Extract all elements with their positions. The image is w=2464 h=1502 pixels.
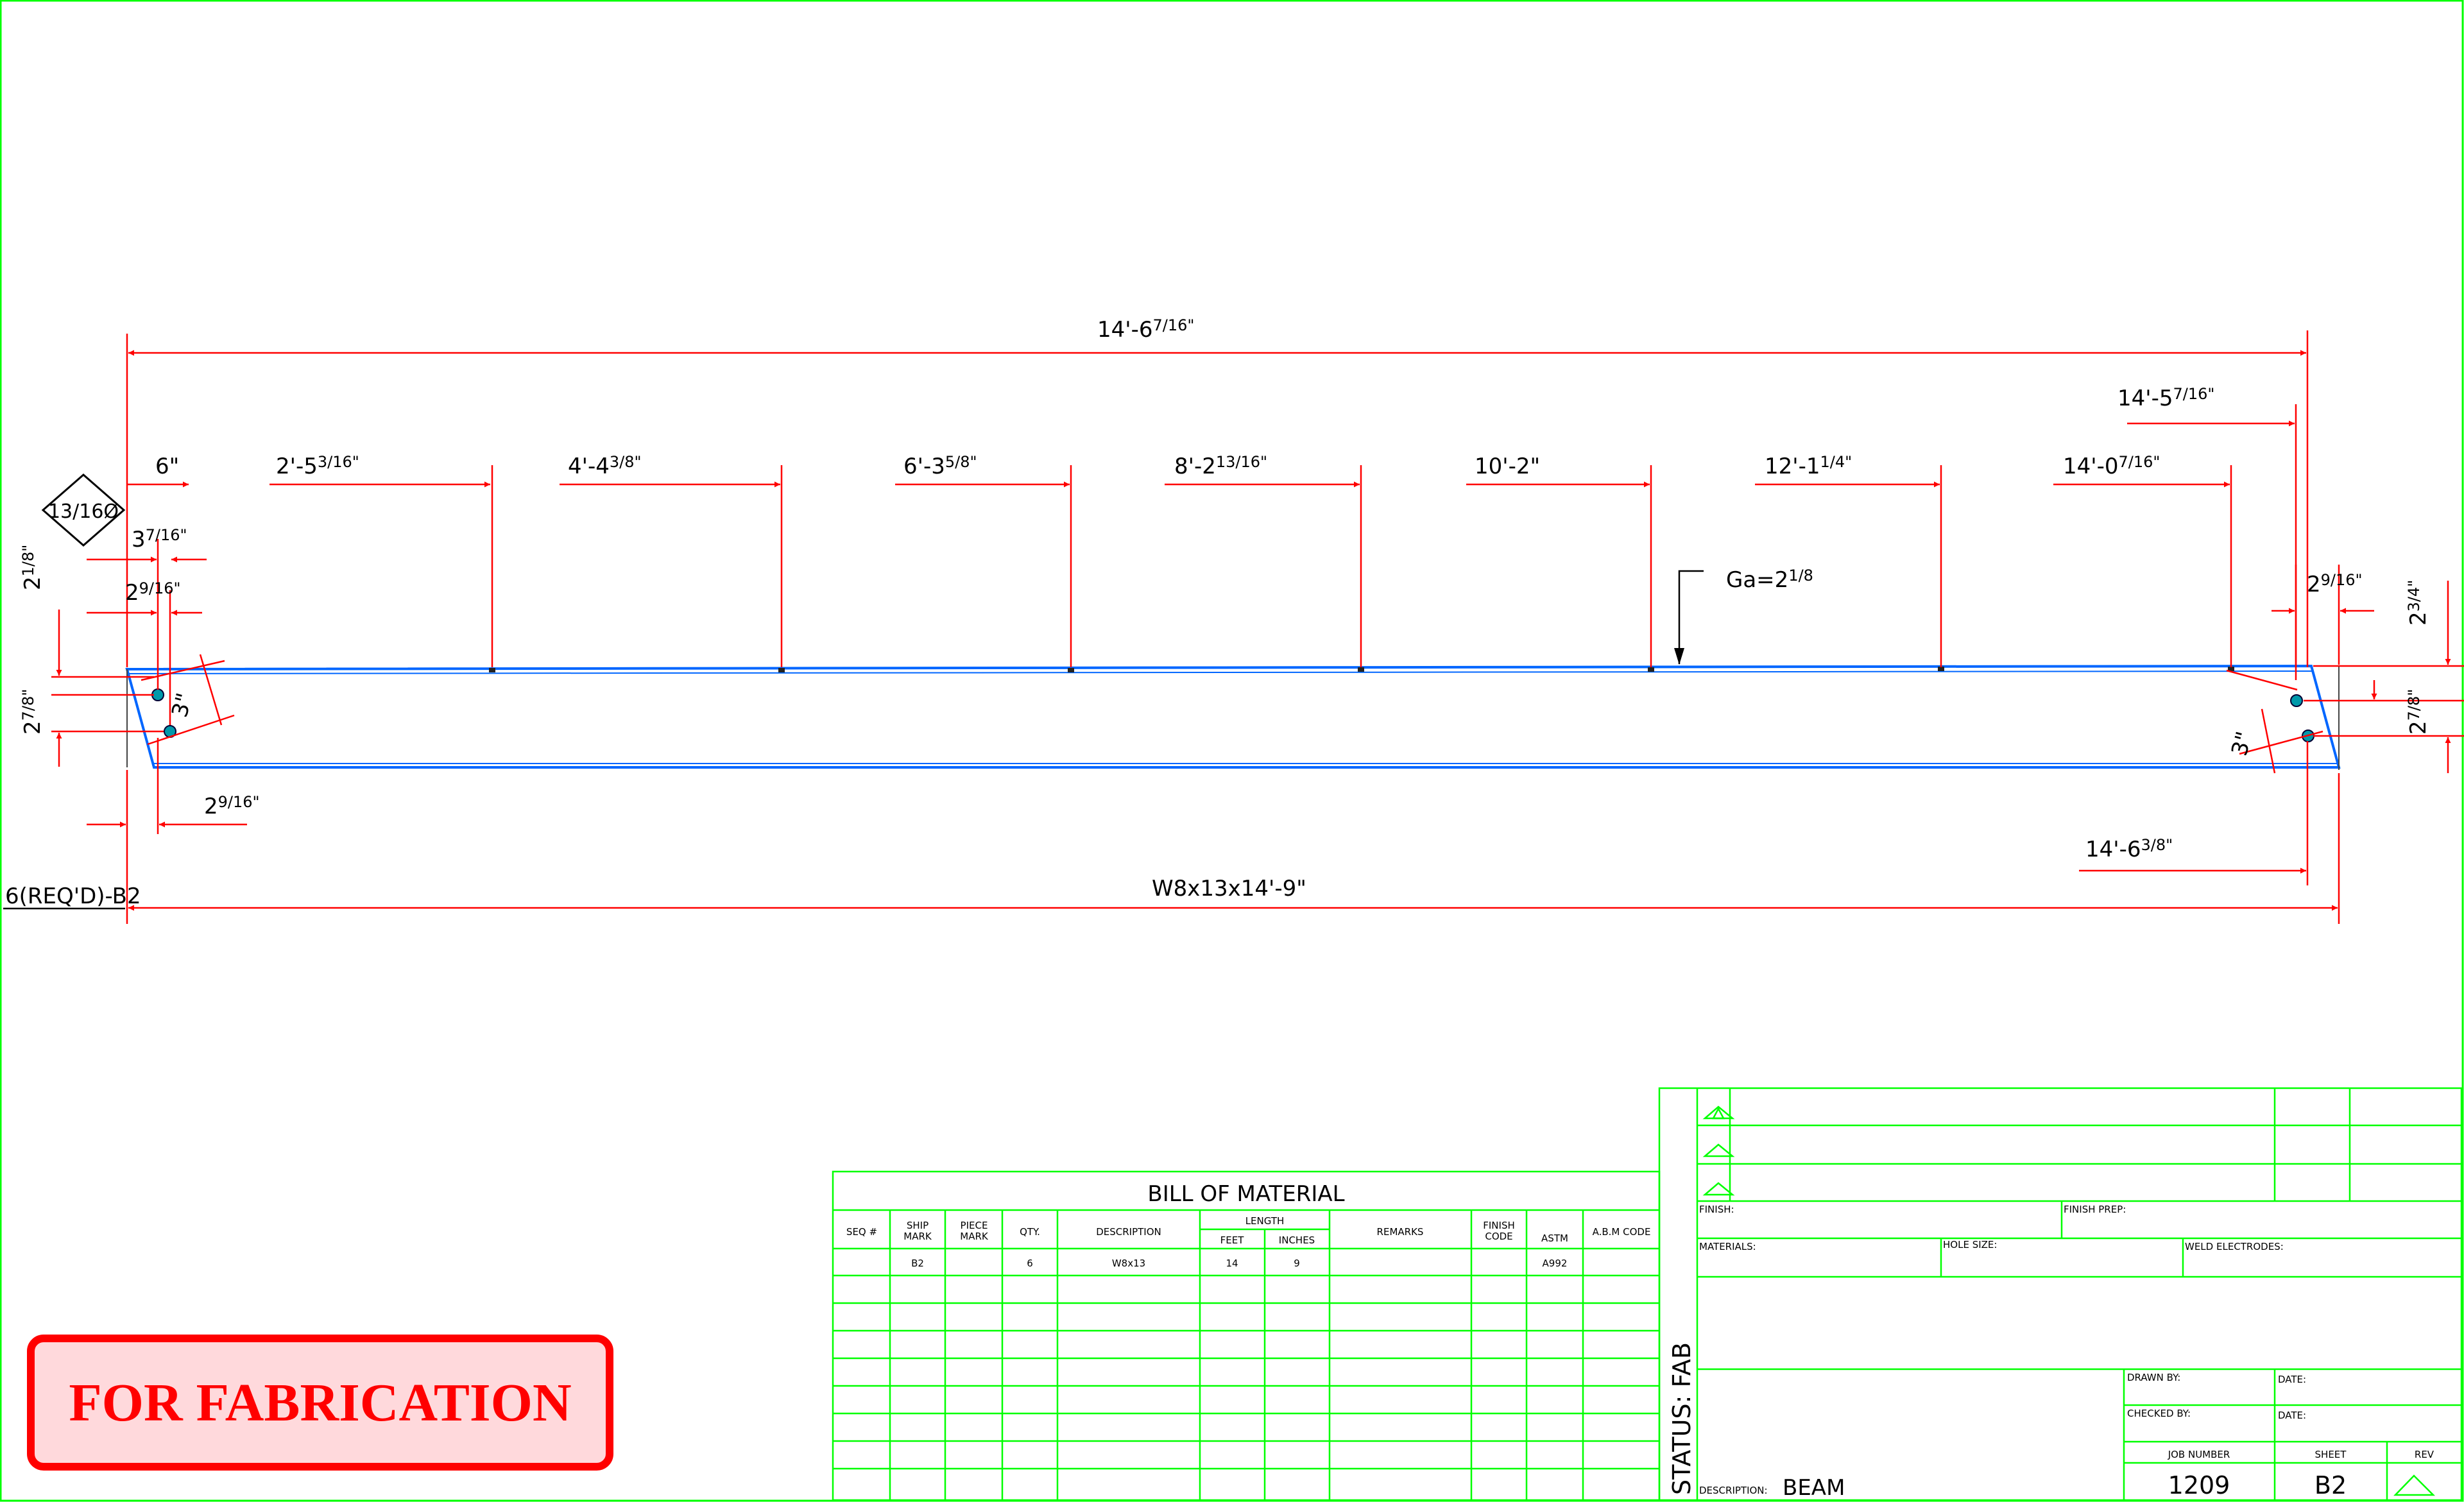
left-3-7-16-dim: 37/16" <box>132 526 187 552</box>
hole-callout-3: 6'-35/8" <box>903 453 977 479</box>
end-left-dim: 6" <box>155 454 179 479</box>
member-label: W8x13x14'-9" <box>1152 876 1306 901</box>
flange-hole <box>1358 667 1364 672</box>
hole-callout-5: 10'-2" <box>1475 454 1540 479</box>
left-three-inch-dim: 3" <box>167 690 198 720</box>
right-2-9-16-dim: 29/16" <box>2307 571 2363 597</box>
bottom-right-dim: 14'-63/8" <box>2085 836 2173 862</box>
left-2-1-8-dim: 21/8" <box>19 545 46 590</box>
hole-callout-7: 14'-07/16" <box>2063 453 2160 479</box>
materials-label: MATERIALS: <box>1699 1241 1756 1252</box>
job-number-label: JOB NUMBER <box>2168 1449 2230 1460</box>
left-2-7-8-dim: 27/8" <box>19 689 46 735</box>
overall-length-dim: 14'-67/16" <box>1097 316 1194 343</box>
job-number-value: 1209 <box>2168 1471 2230 1499</box>
hole-callouts: 2'-53/16" 4'-43/8" 6'-35/8" 8'-213/16" 10'-2… <box>276 453 2160 479</box>
dimensions <box>51 330 2464 924</box>
rev-label: REV <box>2415 1449 2434 1460</box>
bolt-hole <box>2290 694 2303 707</box>
bom-header-inches: INCHES <box>1279 1234 1315 1246</box>
date-label-2: DATE: <box>2278 1410 2306 1421</box>
bom-header-feet: FEET <box>1220 1234 1245 1246</box>
right-2-7-8-dim: 27/8" <box>2405 689 2431 735</box>
bom-header-abm-code: A.B.M CODE <box>1593 1226 1651 1238</box>
bottom-left-2-9-16-dim: 29/16" <box>204 793 260 819</box>
description-value: BEAM <box>1783 1475 1845 1501</box>
finish-prep-label: FINISH PREP: <box>2064 1204 2126 1215</box>
hole-callout-6: 12'-11/4" <box>1765 453 1852 479</box>
right-2-3-4-dim: 23/4" <box>2405 580 2431 626</box>
bom-title: BILL OF MATERIAL <box>1147 1181 1344 1207</box>
right-hole-dim: 14'-57/16" <box>2118 385 2214 411</box>
flange-hole <box>1938 667 1944 671</box>
sheet-value: B2 <box>2314 1471 2347 1499</box>
bom-header-length: LENGTH <box>1245 1215 1285 1227</box>
title-block <box>1658 1087 2463 1501</box>
beam-elevation <box>125 664 2341 770</box>
bom-ship-mark: B2 <box>911 1258 924 1269</box>
drawn-by-label: DRAWN BY: <box>2127 1372 2180 1383</box>
for-fabrication-stamp: FOR FABRICATION <box>27 1335 613 1471</box>
gage-leader <box>1674 570 1704 665</box>
bom-header-description: DESCRIPTION <box>1096 1226 1161 1238</box>
sheet-label: SHEET <box>2315 1449 2347 1460</box>
left-2-9-16-dim: 29/16" <box>125 579 181 606</box>
gage-dim: Ga=21/8 <box>1726 567 1813 593</box>
bom-feet: 14 <box>1226 1258 1238 1269</box>
mark-label: 6(REQ'D)-B2 <box>5 883 141 909</box>
weld-electrodes-label: WELD ELECTRODES: <box>2185 1241 2284 1252</box>
bom-qty: 6 <box>1027 1258 1033 1269</box>
flange-hole <box>778 668 785 672</box>
hole-callout-4: 8'-213/16" <box>1174 453 1267 479</box>
hole-size-field-label: HOLE SIZE: <box>1943 1239 1997 1250</box>
flange-hole <box>2228 667 2234 671</box>
hole-callout-1: 2'-53/16" <box>276 453 359 479</box>
checked-by-label: CHECKED BY: <box>2127 1408 2191 1419</box>
hole-size-symbol <box>41 474 126 547</box>
bom-header-remarks: REMARKS <box>1377 1226 1424 1238</box>
hole-size-label: 13/16Ø <box>48 500 119 523</box>
bom-astm: A992 <box>1543 1258 1568 1269</box>
date-label-1: DATE: <box>2278 1374 2306 1385</box>
status-label: STATUS: FAB <box>1668 1342 1696 1495</box>
beam-outline <box>125 664 2341 769</box>
description-label: DESCRIPTION: <box>1699 1485 1768 1496</box>
bill-of-material <box>832 1170 1661 1501</box>
bom-inches: 9 <box>1294 1258 1300 1269</box>
finish-label: FINISH: <box>1699 1204 1734 1215</box>
flange-hole <box>1648 667 1654 672</box>
bom-description: W8x13 <box>1112 1258 1145 1269</box>
flange-hole <box>489 668 495 672</box>
bom-header-qty: QTY. <box>1020 1226 1040 1238</box>
hole-callout-2: 4'-43/8" <box>568 453 642 479</box>
flange-hole <box>1068 668 1074 672</box>
bom-header-astm: ASTM <box>1541 1233 1568 1244</box>
bom-header-seq: SEQ # <box>846 1226 877 1238</box>
right-three-inch-dim: 3" <box>2227 729 2257 758</box>
